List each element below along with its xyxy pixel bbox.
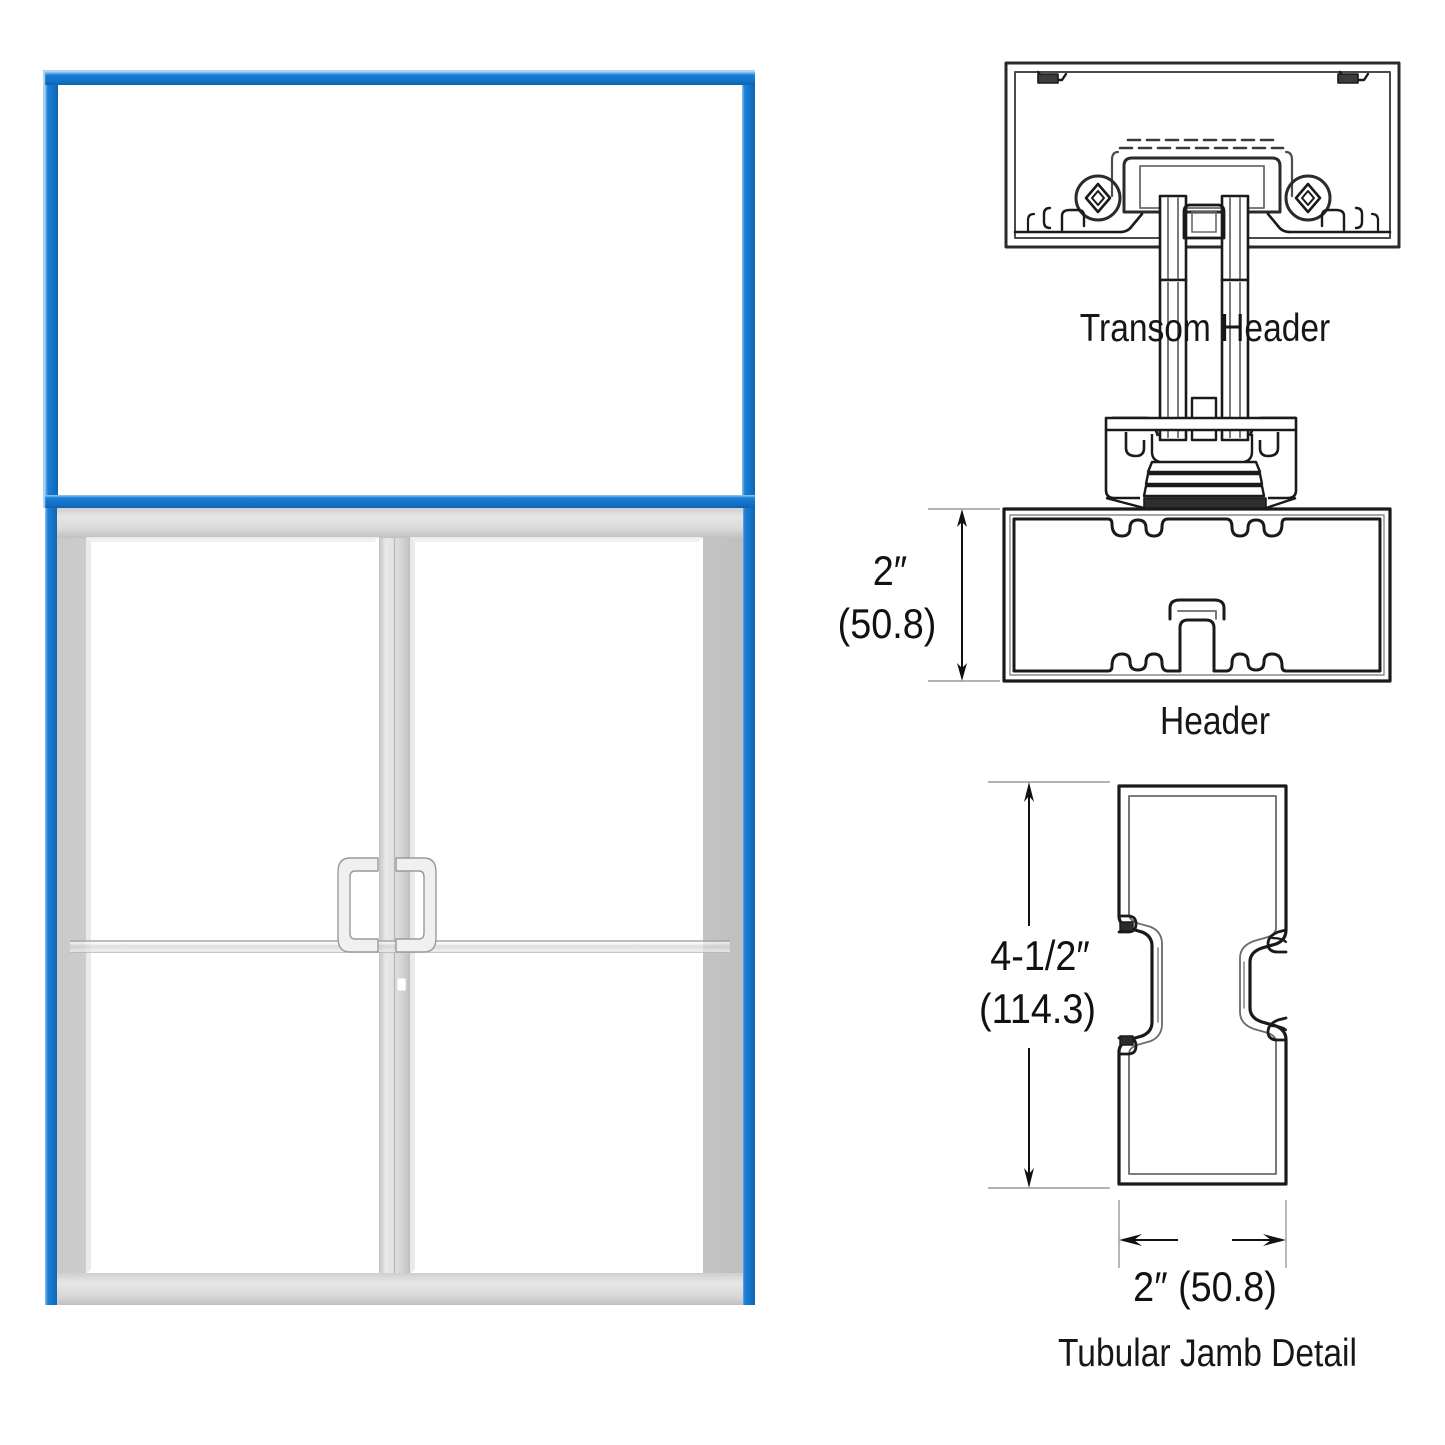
header-dimension-metric: (50.8) xyxy=(837,600,937,647)
transom-highlight-left xyxy=(43,70,46,508)
right-glass-bevel-left xyxy=(410,537,415,1274)
transom-head xyxy=(45,72,755,85)
left-glass-bevel-left xyxy=(86,537,91,1274)
door-pair xyxy=(45,508,755,1305)
right-door-glass xyxy=(410,537,703,1274)
jamb-depth-dimension xyxy=(988,781,1110,1189)
left-door-pull[interactable] xyxy=(337,857,379,953)
tubular-jamb-caption: Tubular Jamb Detail xyxy=(1058,1332,1357,1375)
right-door-pull[interactable] xyxy=(395,857,437,953)
transom-header-caption: Transom Header xyxy=(1079,307,1331,350)
header-profile xyxy=(1002,507,1392,683)
door-head-rail xyxy=(57,508,743,538)
frame-left-jamb-lower xyxy=(45,508,58,1305)
transom-left-jamb xyxy=(45,72,58,508)
header-dimension-imperial: 2″ xyxy=(872,547,908,594)
tubular-jamb-profile xyxy=(1117,784,1288,1186)
header-caption: Header xyxy=(1159,700,1270,743)
transom-header-profile xyxy=(1004,61,1401,282)
transom-bar xyxy=(45,495,755,508)
left-door-glass xyxy=(86,537,379,1274)
transom-right-jamb xyxy=(742,72,755,508)
lock-cylinder[interactable] xyxy=(396,977,407,992)
transom-glass xyxy=(57,84,743,497)
door-pull-pair[interactable] xyxy=(337,857,437,953)
jamb-dimension-imperial: 4-1/2″ xyxy=(990,932,1090,979)
jamb-width-dimension-text: 2″ (50.8) xyxy=(1133,1263,1277,1310)
door-bottom-rail xyxy=(57,1273,743,1305)
left-glass-bevel-top xyxy=(86,537,379,542)
transom-highlight-top xyxy=(43,70,755,73)
transom-panel xyxy=(43,70,755,508)
right-glass-bevel-top xyxy=(410,537,703,542)
frame-right-jamb-lower xyxy=(742,508,755,1305)
header-height-dimension xyxy=(928,508,1000,682)
jamb-width-dimension xyxy=(1118,1200,1287,1268)
jamb-dimension-metric: (114.3) xyxy=(979,985,1096,1032)
